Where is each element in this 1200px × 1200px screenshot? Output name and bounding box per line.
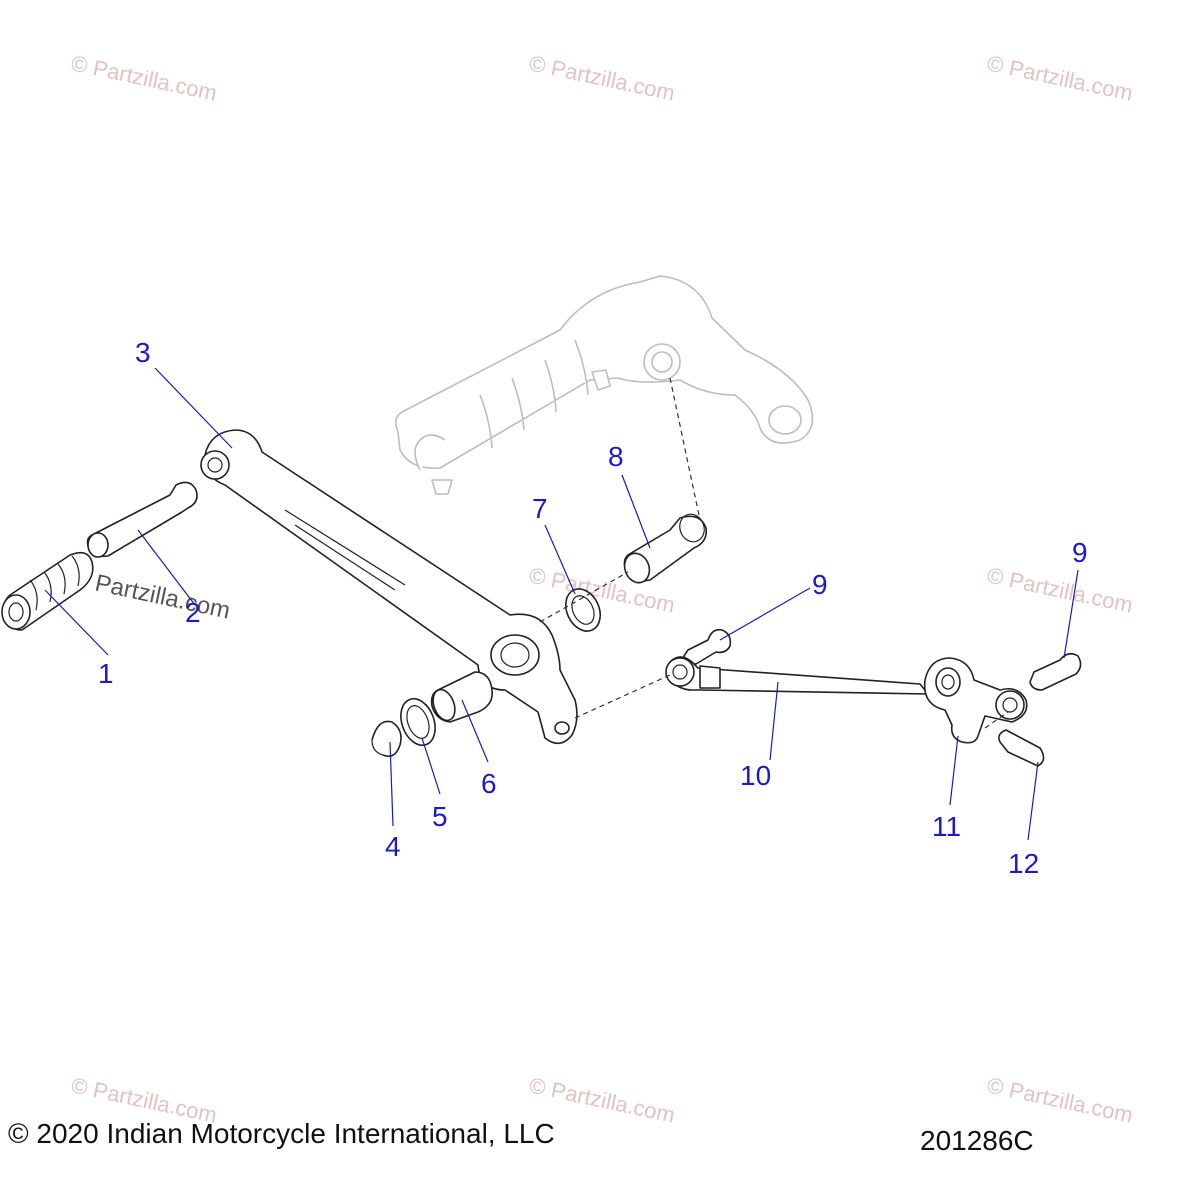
watermark: © Partzilla.com <box>527 50 677 105</box>
copyright-notice: © 2020 Indian Motorcycle International, … <box>8 1118 555 1149</box>
assembly-lines <box>539 377 1009 729</box>
callouts: 1 2 3 4 5 6 7 8 9 9 10 11 12 <box>98 337 1088 879</box>
pivot-sleeve <box>623 513 708 584</box>
footpeg-bracket-reference <box>394 275 814 495</box>
callout-3: 3 <box>135 337 151 368</box>
drawing-number: 201286C <box>920 1125 1034 1156</box>
callout-8: 8 <box>608 441 624 472</box>
watermark: © Partzilla.com <box>69 564 233 624</box>
leader-lines <box>44 367 1079 841</box>
circlip <box>371 720 402 758</box>
watermark: © Partzilla.com <box>985 1072 1135 1127</box>
callout-5: 5 <box>432 801 448 832</box>
bolt <box>998 729 1045 767</box>
callout-2: 2 <box>185 597 201 628</box>
shift-peg-rubber <box>1 551 94 631</box>
shift-lever <box>200 429 578 745</box>
callout-4: 4 <box>385 831 401 862</box>
callout-11: 11 <box>932 811 961 842</box>
shift-arm <box>923 657 1028 744</box>
watermarks: © Partzilla.com © Partzilla.com © Partzi… <box>69 50 1135 1127</box>
o-ring <box>564 588 602 632</box>
shift-peg-pin <box>86 481 198 558</box>
bolt <box>683 628 732 665</box>
callout-9b: 9 <box>1072 537 1088 568</box>
callout-10: 10 <box>740 760 771 791</box>
shift-rod <box>665 656 929 695</box>
washer <box>400 697 436 747</box>
callout-12: 12 <box>1008 848 1039 879</box>
bolt <box>1029 652 1082 691</box>
bushing <box>430 671 494 723</box>
callout-1: 1 <box>98 658 114 689</box>
callout-6: 6 <box>481 768 497 799</box>
callout-7: 7 <box>532 493 548 524</box>
watermark: © Partzilla.com <box>69 50 219 105</box>
watermark: © Partzilla.com <box>985 50 1135 105</box>
watermark: © Partzilla.com <box>985 562 1135 617</box>
callout-9a: 9 <box>812 569 828 600</box>
